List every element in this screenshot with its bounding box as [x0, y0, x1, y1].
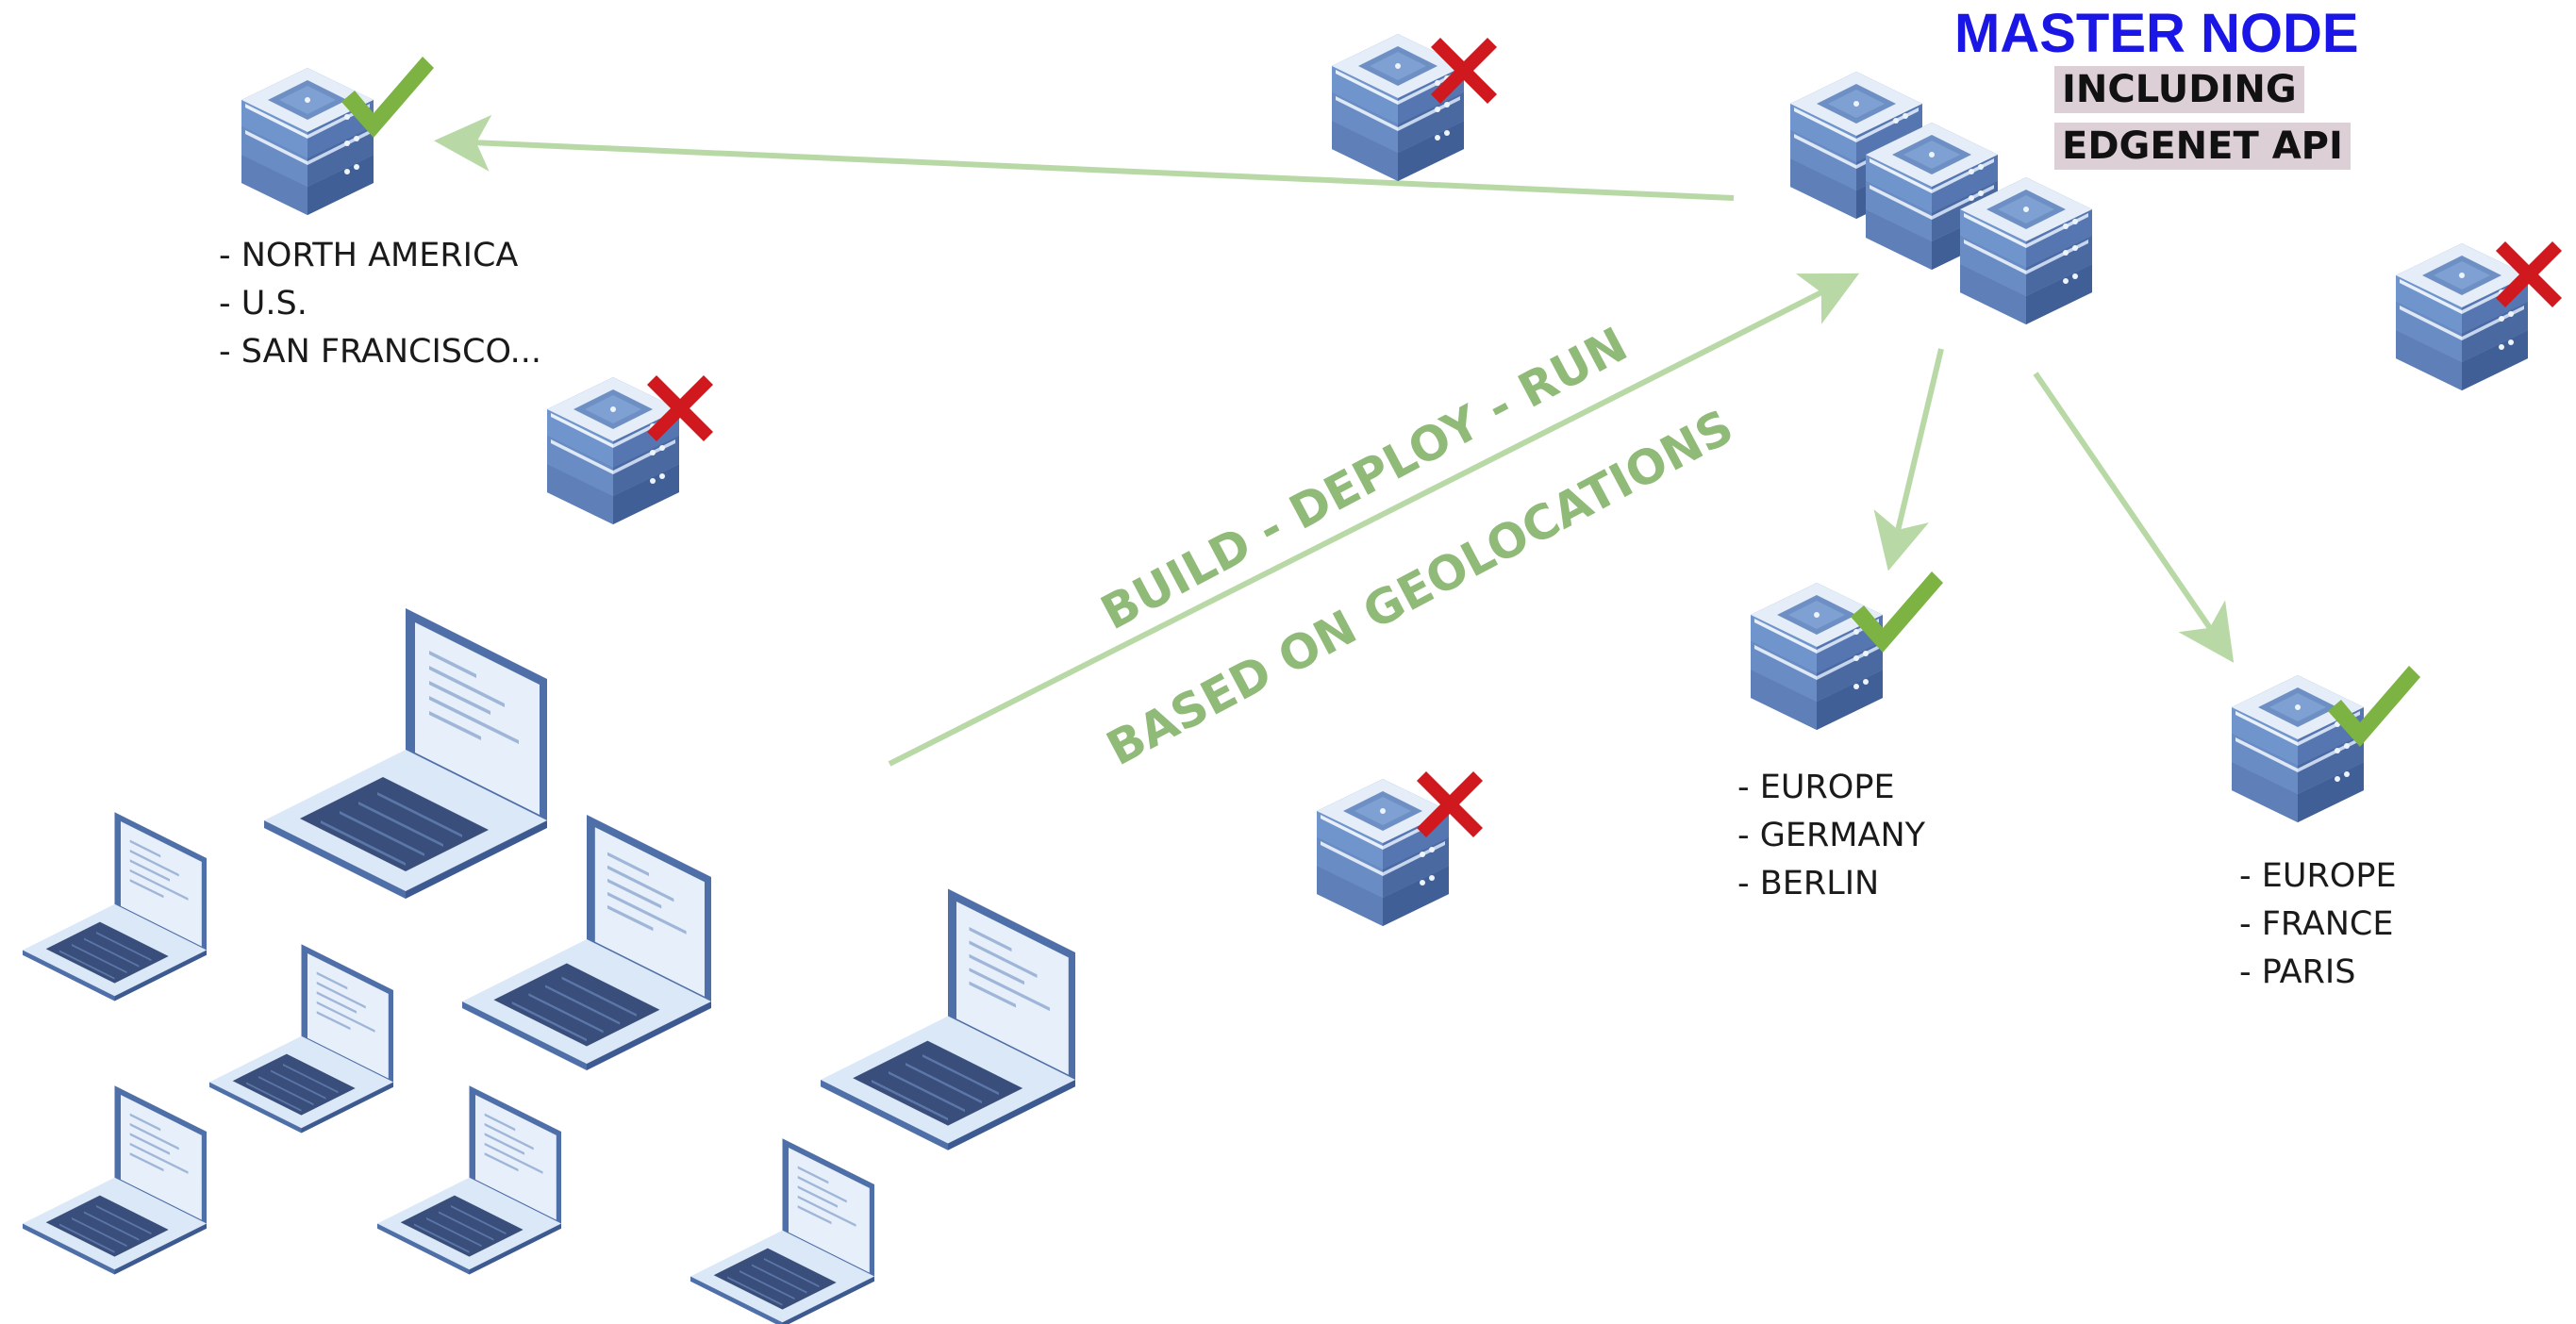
location-line: - NORTH AMERICA: [219, 237, 519, 274]
laptop-icon: [690, 1138, 874, 1324]
location-line: - GERMANY: [1737, 817, 1926, 854]
server-stack-icon: [1751, 583, 1883, 730]
laptop-icon: [377, 1085, 561, 1275]
laptop-icon: [209, 944, 393, 1134]
laptop-icon: [23, 812, 208, 1001]
server-stack-icon: [241, 68, 374, 215]
arrow-clients-to-master: [888, 273, 1860, 767]
laptop-icon: [821, 888, 1075, 1150]
master-node-title: MASTER NODE: [1954, 3, 2359, 64]
node-unavailable-center-bottom: [1317, 771, 1483, 926]
server-stack-icon: [2232, 675, 2364, 822]
location-line: - EUROPE: [1737, 769, 1895, 806]
master-node-subtitle-line1: INCLUDING: [2054, 66, 2304, 113]
server-stack-icon: [1317, 779, 1449, 926]
location-line: - PARIS: [2239, 953, 2356, 991]
node-north-america: [241, 57, 434, 215]
location-list-paris: - EUROPE - FRANCE - PARIS: [2239, 852, 2397, 997]
laptop-icon: [23, 1085, 208, 1275]
node-unavailable-top-center: [1332, 34, 1497, 181]
arrow-master-to-berlin: [1873, 348, 1944, 571]
laptop-icon: [462, 815, 711, 1071]
client-laptops: [23, 608, 1075, 1324]
location-line: - EUROPE: [2239, 857, 2397, 895]
node-unavailable-right-edge: [2396, 241, 2562, 390]
location-line: - BERLIN: [1737, 865, 1880, 902]
location-line: - SAN FRANCISCO...: [219, 333, 541, 371]
server-stack-icon: [2396, 243, 2528, 390]
laptop-icon: [264, 608, 547, 899]
master-node-subtitle-line2: EDGENET API: [2054, 123, 2351, 170]
node-paris: [2232, 666, 2420, 822]
node-berlin: [1751, 571, 1943, 730]
location-list-north-america: - NORTH AMERICA - U.S. - SAN FRANCISCO..…: [219, 232, 541, 376]
node-unavailable-mid-left: [547, 375, 713, 524]
location-line: - U.S.: [219, 285, 307, 323]
arrow-master-to-paris: [2033, 372, 2235, 663]
location-list-berlin: - EUROPE - GERMANY - BERLIN: [1737, 764, 1925, 908]
location-line: - FRANCE: [2239, 905, 2394, 943]
server-stack-icon: [547, 377, 679, 524]
arrow-master-to-north-america: [434, 114, 1735, 201]
